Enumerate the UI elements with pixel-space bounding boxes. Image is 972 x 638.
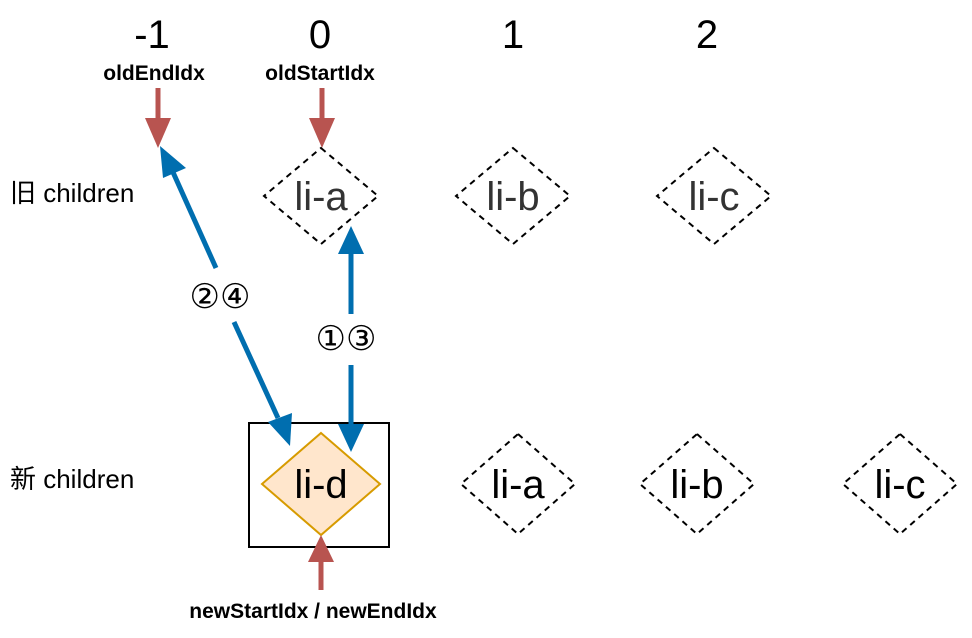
old-node-li-c-label: li-c	[688, 175, 739, 219]
compare-arrow-old-start-to-new-start: ①③	[316, 226, 377, 452]
step-label-1-3: ①③	[316, 320, 377, 358]
compare-arrow-old-end-to-new-start: ②④	[160, 146, 292, 446]
new-node-li-c: li-c	[841, 432, 959, 536]
old-end-pointer-arrow	[145, 88, 171, 148]
new-node-li-d: li-d	[260, 431, 382, 537]
new-start-end-idx-label: newStartIdx / newEndIdx	[189, 600, 437, 623]
new-node-li-b: li-b	[638, 432, 756, 536]
old-node-li-c: li-c	[655, 146, 773, 246]
new-pointer-arrow	[308, 535, 334, 590]
old-node-li-a: li-a	[262, 146, 380, 246]
index-label-2: 2	[696, 13, 718, 57]
new-node-li-b-label: li-b	[670, 463, 723, 507]
index-label-minus-1: -1	[134, 13, 170, 57]
old-node-li-a-label: li-a	[294, 175, 348, 219]
new-node-li-a: li-a	[459, 432, 577, 536]
index-label-0: 0	[309, 13, 331, 57]
old-children-row-label: 旧 children	[10, 178, 134, 208]
old-start-pointer-arrow	[309, 88, 335, 148]
old-start-idx-label: oldStartIdx	[265, 62, 375, 85]
new-node-li-a-label: li-a	[491, 463, 545, 507]
old-node-li-b: li-b	[454, 146, 572, 246]
step-label-2-4: ②④	[190, 278, 251, 316]
new-node-li-c-label: li-c	[874, 463, 925, 507]
new-children-row-label: 新 children	[10, 464, 134, 494]
new-node-li-d-label: li-d	[294, 463, 347, 507]
index-label-1: 1	[502, 13, 524, 57]
old-end-idx-label: oldEndIdx	[103, 62, 205, 85]
old-node-li-b-label: li-b	[486, 175, 539, 219]
